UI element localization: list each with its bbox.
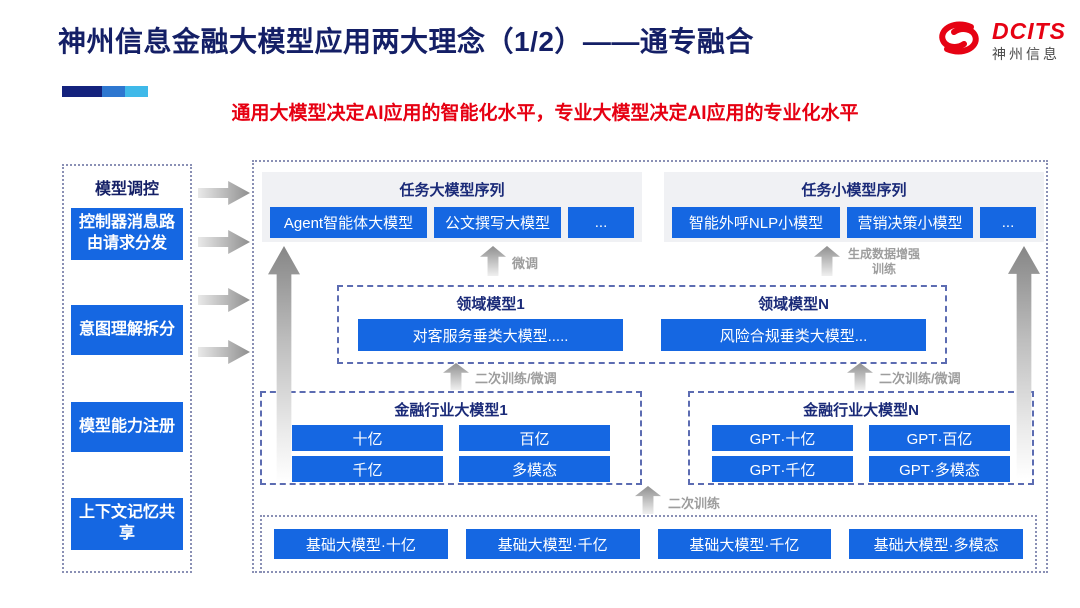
- label-retrain: 二次训练: [668, 496, 721, 511]
- flow-arrow-right-1: [198, 181, 250, 205]
- dcits-swirl-icon: [933, 18, 985, 63]
- label-data-augment: 生成数据增强训练: [847, 247, 920, 276]
- chip-billion[interactable]: 十亿: [292, 425, 443, 451]
- arrow-up-data-augment-icon: [814, 246, 840, 276]
- task-large-model-title: 任务大模型序列: [399, 182, 505, 199]
- chip-ten-billion[interactable]: 百亿: [459, 425, 610, 451]
- page-title: 神州信息金融大模型应用两大理念（1/2）——通专融合: [58, 26, 754, 57]
- label-retrain-finetune-right: 二次训练/微调: [879, 371, 961, 386]
- flow-arrow-right-3: [198, 288, 250, 312]
- chip-base-model-hundred-billion-2[interactable]: 基础大模型·千亿: [657, 529, 832, 559]
- chip-outbound-nlp-small-model[interactable]: 智能外呼NLP小模型: [672, 207, 840, 238]
- chip-more-large-models[interactable]: ...: [568, 207, 634, 238]
- model-control-panel: 模型调控 控制器消息路由请求分发 意图理解拆分 模型能力注册 上下文记忆共享: [62, 164, 192, 573]
- base-models-box: 基础大模型·十亿 基础大模型·千亿 基础大模型·千亿 基础大模型·多模态: [260, 515, 1037, 573]
- industry-model-n-box: 金融行业大模型N GPT·十亿 GPT·百亿 GPT·千亿 GPT·多模态: [688, 391, 1034, 485]
- sidebar-item-context-share[interactable]: 上下文记忆共享: [71, 498, 183, 550]
- domain-model-n: 领域模型N 风险合规垂类大模型...: [642, 287, 945, 362]
- chip-base-model-hundred-billion-1[interactable]: 基础大模型·千亿: [465, 529, 640, 559]
- chip-risk-compliance-vertical-model[interactable]: 风险合规垂类大模型...: [661, 319, 926, 351]
- chip-gpt-multimodal[interactable]: GPT·多模态: [869, 456, 1010, 482]
- chip-base-model-billion[interactable]: 基础大模型·十亿: [274, 529, 448, 559]
- industry-model-1-title: 金融行业大模型1: [394, 402, 508, 419]
- model-control-title: 模型调控: [94, 181, 159, 198]
- industry-model-1-box: 金融行业大模型1 十亿 百亿 千亿 多模态: [260, 391, 642, 485]
- task-large-model-panel: 任务大模型序列 Agent智能体大模型 公文撰写大模型 ...: [262, 172, 642, 242]
- title-accent-bar: [62, 86, 148, 97]
- industry-model-n-title: 金融行业大模型N: [803, 402, 919, 419]
- chip-hundred-billion[interactable]: 千亿: [292, 456, 443, 482]
- task-small-model-panel: 任务小模型序列 智能外呼NLP小模型 营销决策小模型 ...: [664, 172, 1044, 242]
- domain-model-1-title: 领域模型1: [456, 296, 525, 313]
- chip-marketing-decision-small-model[interactable]: 营销决策小模型: [847, 207, 973, 238]
- chip-gpt-billion[interactable]: GPT·十亿: [712, 425, 853, 451]
- chip-gpt-ten-billion[interactable]: GPT·百亿: [869, 425, 1010, 451]
- sidebar-item-message-routing[interactable]: 控制器消息路由请求分发: [71, 208, 183, 260]
- arrow-up-retrain-finetune-left-icon: [443, 363, 469, 390]
- label-finetune: 微调: [512, 256, 539, 271]
- flow-arrow-right-4: [198, 340, 250, 364]
- logo-brand-cn: 神州信息: [992, 46, 1060, 62]
- subtitle-banner: 通用大模型决定AI应用的智能化水平，专业大模型决定AI应用的专业化水平: [231, 103, 859, 124]
- dcits-logo: DCITS 神州信息: [933, 18, 1066, 63]
- sidebar-item-capability-register[interactable]: 模型能力注册: [71, 402, 183, 452]
- logo-brand-text: DCITS: [992, 18, 1066, 44]
- chip-gpt-hundred-billion[interactable]: GPT·千亿: [712, 456, 853, 482]
- chip-multimodal[interactable]: 多模态: [459, 456, 610, 482]
- arrow-up-retrain-finetune-right-icon: [847, 363, 873, 390]
- domain-model-1: 领域模型1 对客服务垂类大模型.....: [339, 287, 642, 362]
- chip-more-small-models[interactable]: ...: [980, 207, 1036, 238]
- chip-document-writing-large-model[interactable]: 公文撰写大模型: [434, 207, 561, 238]
- flow-arrow-right-2: [198, 230, 250, 254]
- label-retrain-finetune-left: 二次训练/微调: [475, 371, 557, 386]
- domain-models-box: 领域模型1 对客服务垂类大模型..... 领域模型N 风险合规垂类大模型...: [337, 285, 947, 364]
- chip-customer-service-vertical-model[interactable]: 对客服务垂类大模型.....: [358, 319, 623, 351]
- task-small-model-title: 任务小模型序列: [801, 182, 907, 199]
- arrow-up-finetune-icon: [480, 246, 506, 276]
- model-architecture-container: 任务大模型序列 Agent智能体大模型 公文撰写大模型 ... 任务小模型序列 …: [252, 160, 1048, 573]
- domain-model-n-title: 领域模型N: [758, 296, 829, 313]
- chip-base-model-multimodal[interactable]: 基础大模型·多模态: [849, 529, 1023, 559]
- sidebar-item-intent-split[interactable]: 意图理解拆分: [71, 305, 183, 355]
- arrow-up-retrain-icon: [635, 486, 661, 514]
- chip-agent-large-model[interactable]: Agent智能体大模型: [270, 207, 427, 238]
